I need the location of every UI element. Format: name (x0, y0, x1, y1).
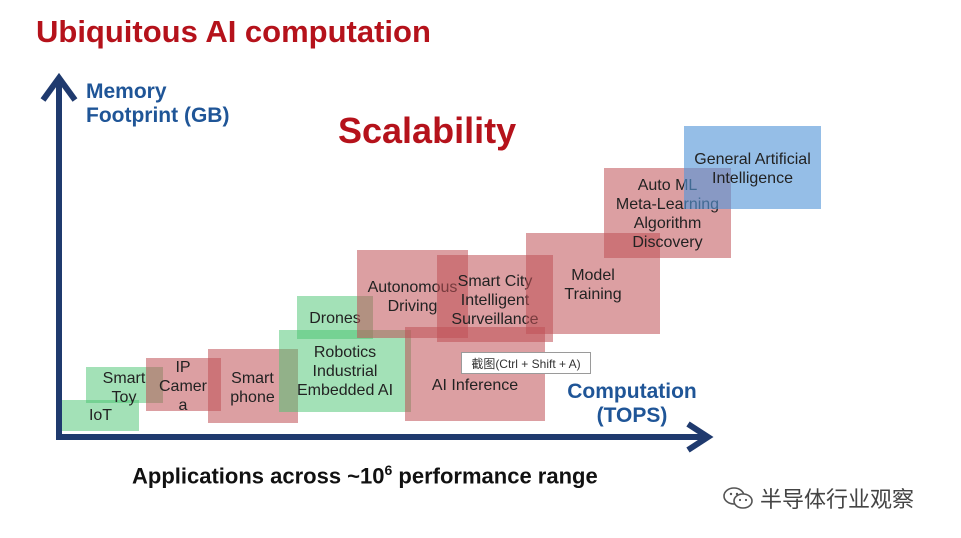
label-agi-line-2: Intelligence (712, 170, 793, 187)
box-iot (62, 400, 139, 431)
label-ip-camera: IP Camer a (153, 358, 213, 415)
label-robotics-line-3: Embedded AI (296, 382, 394, 399)
footer-caption: Applications across ~106 performance ran… (132, 462, 598, 489)
label-smartphone: Smart phone (215, 369, 290, 407)
label-model-training: Model Training (545, 266, 641, 304)
label-automl-line-3: Algorithm (633, 215, 702, 232)
footer-suffix: performance range (392, 463, 598, 489)
label-automl: Auto ML Meta-Learning Algorithm Discover… (607, 176, 728, 252)
label-model-training-line-2: Training (564, 286, 622, 303)
slide-title: Ubiquitous AI computation (36, 14, 431, 49)
label-cloud-line-2: AI Inference (431, 377, 519, 394)
label-ip-camera-line-1: IP (175, 359, 191, 376)
wechat-icon (723, 487, 753, 509)
label-robotics-line-1: Robotics (313, 344, 377, 361)
label-ip-camera-line-2: Camer (158, 378, 207, 395)
scalability-heading: Scalability (338, 110, 517, 151)
watermark: 半导体行业观察 (722, 482, 914, 514)
label-iot: IoT (88, 407, 113, 424)
label-smartphone-line-1: Smart (231, 370, 274, 387)
y-axis-label: Memory Footprint (GB) (86, 80, 229, 128)
footer-prefix: Applications across ~10 (132, 463, 385, 489)
label-smart-city-line-2: Intelligent (460, 292, 530, 309)
label-drones: Drones (309, 310, 361, 327)
label-smart-city-line-1: Smart City (457, 273, 533, 290)
screenshot-tooltip: 截图(Ctrl + Shift + A) (461, 352, 591, 374)
y-axis-label-line-2: Footprint (GB) (86, 104, 230, 127)
label-ip-camera-line-3: a (178, 397, 188, 414)
label-autonomous-driving: Autonomous Driving (360, 278, 465, 316)
label-agi-line-1: General Artificial (694, 151, 811, 168)
label-smart-city: Smart City Intelligent Surveillance (440, 272, 550, 329)
x-axis-label: Computation (TOPS) (566, 380, 698, 428)
label-smart-toy-line-2: Toy (111, 389, 137, 406)
label-autonomous-line-1: Autonomous (367, 279, 458, 296)
label-smart-toy: Smart Toy (94, 369, 154, 407)
label-smartphone-line-2: phone (230, 389, 275, 406)
label-smart-toy-line-1: Smart (102, 370, 146, 387)
label-automl-line-4: Discovery (632, 234, 703, 251)
x-axis-arrowhead (686, 421, 714, 453)
label-robotics-line-2: Industrial (312, 363, 378, 380)
label-autonomous-line-2: Driving (387, 298, 438, 315)
footer-superscript: 6 (384, 462, 393, 478)
box-agi (684, 126, 821, 209)
label-smart-city-line-3: Surveillance (451, 311, 539, 328)
watermark-text: 半导体行业观察 (760, 488, 915, 513)
label-agi: General Artificial Intelligence (686, 150, 819, 188)
y-axis-arrowhead (40, 72, 78, 102)
y-axis-label-line-1: Memory (86, 80, 167, 103)
box-cloud-ai-inference (405, 327, 545, 421)
label-automl-line-1: Auto ML (637, 177, 698, 194)
label-robotics: Robotics Industrial Embedded AI (283, 343, 407, 400)
x-axis-label-line-1: Computation (567, 380, 697, 403)
box-robotics (279, 330, 411, 412)
label-model-training-line-1: Model (571, 267, 615, 284)
x-axis-label-line-2: (TOPS) (596, 404, 668, 427)
